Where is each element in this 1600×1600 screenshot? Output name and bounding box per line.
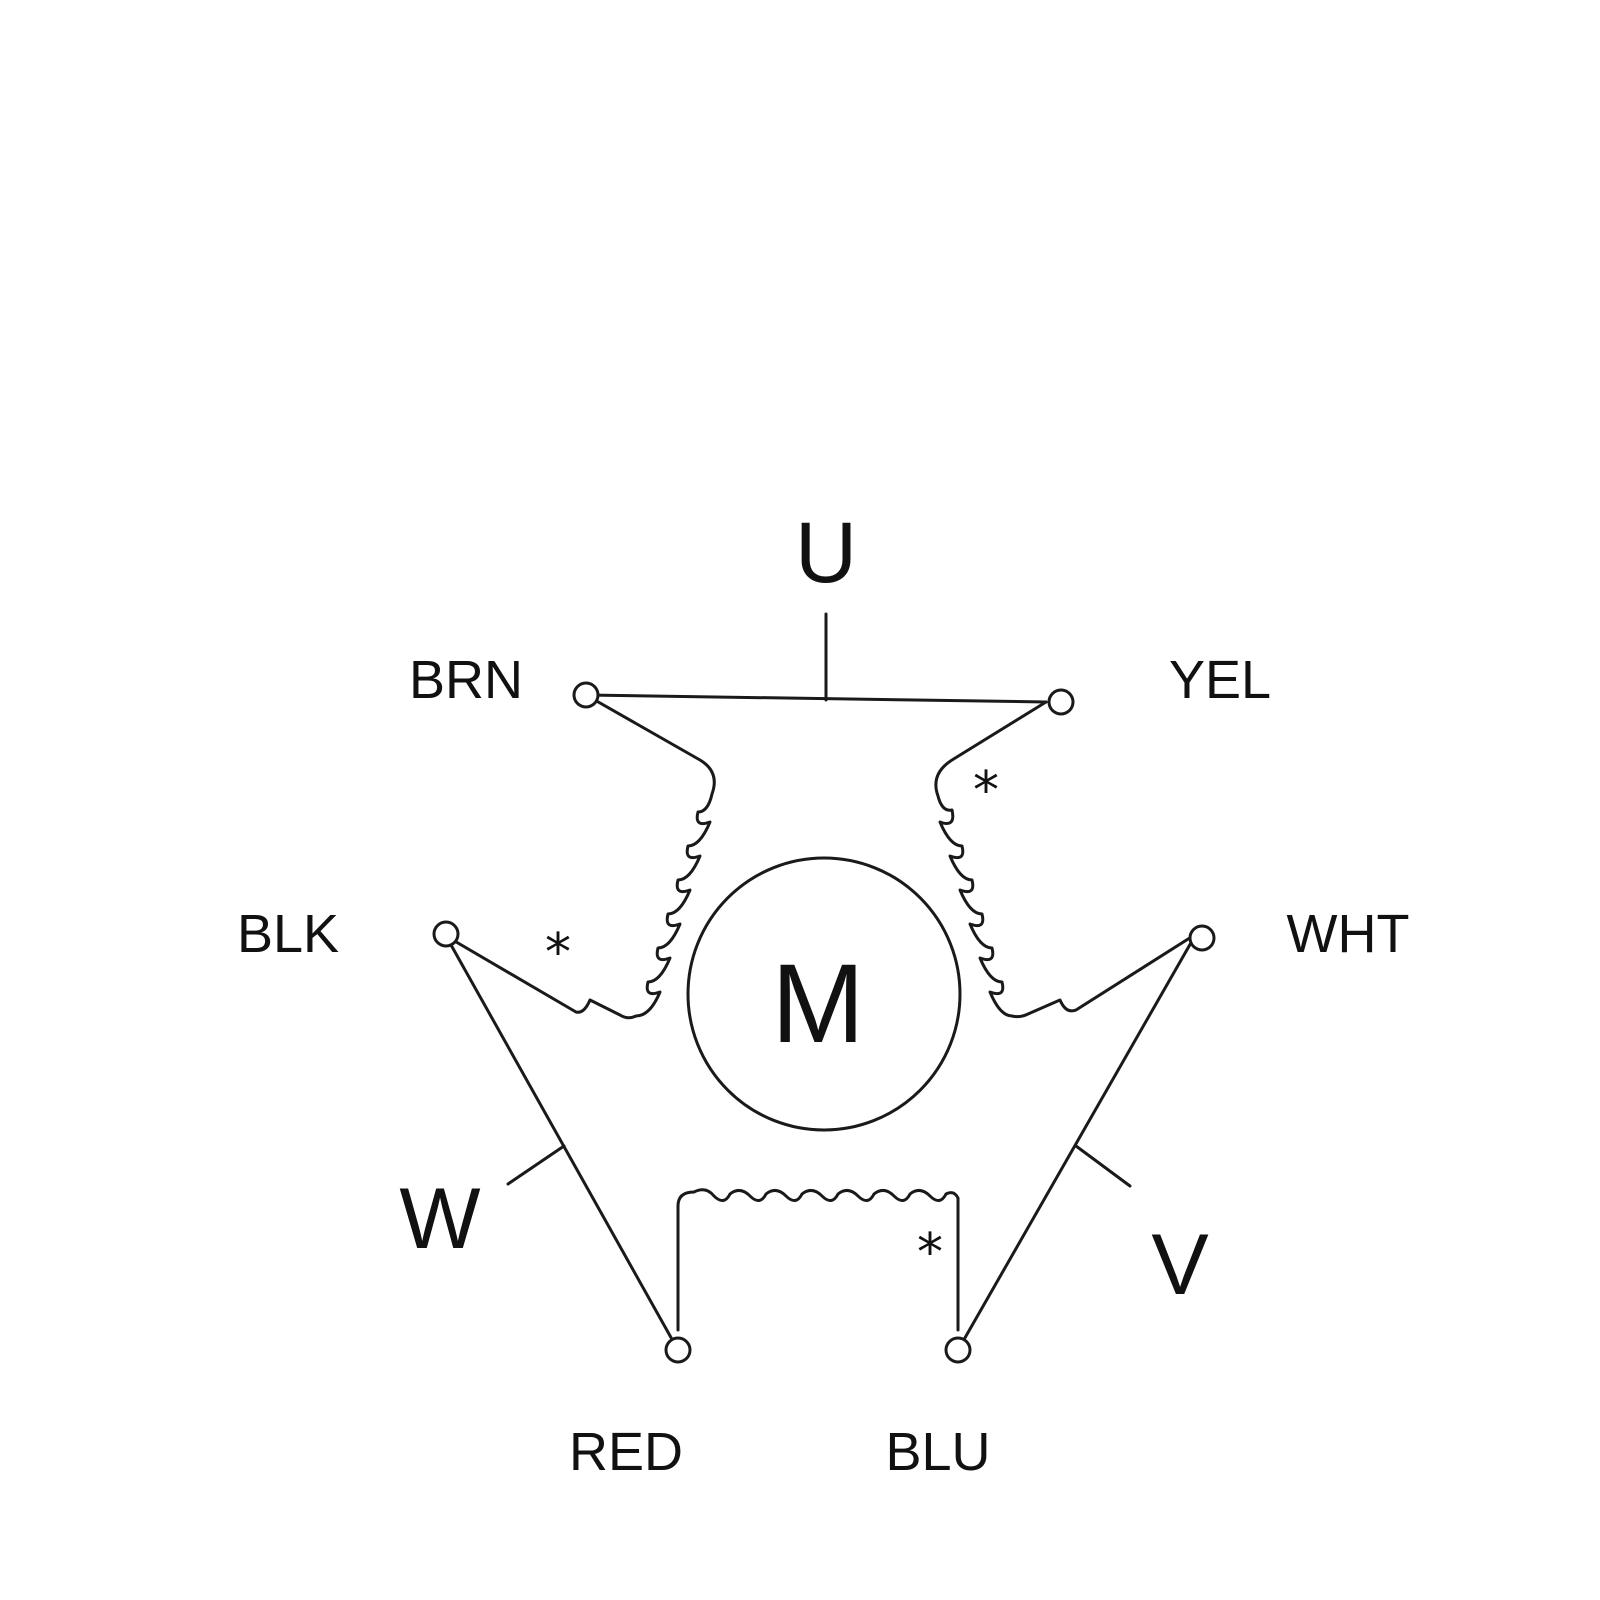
terminal-yel (1047, 688, 1075, 716)
terminal-blk (432, 920, 460, 948)
motor-symbol (686, 856, 962, 1132)
v-phase-stub (1074, 1144, 1132, 1188)
terminal-wht (1188, 924, 1216, 952)
wire-label-brn: BRN (409, 650, 523, 710)
wire-label-yel: YEL (1169, 650, 1271, 710)
phase-label-v: V (1151, 1217, 1208, 1313)
wire-label-blk: BLK (237, 904, 339, 964)
winding-yel-wht (934, 700, 1198, 1019)
wire-label-wht: WHT (1287, 904, 1410, 964)
v-phase-link (956, 932, 1198, 1352)
wire-label-red: RED (569, 1422, 683, 1482)
u-phase-bus (584, 693, 1048, 704)
winding-brn-blk (444, 693, 716, 1020)
phase-label-w: W (399, 1171, 480, 1267)
wire-label-blu: BLU (885, 1422, 990, 1482)
polarity-mark-yel-wht: * (973, 761, 999, 821)
phase-label-u: U (795, 505, 857, 601)
w-phase-link (444, 934, 680, 1352)
terminal-red (664, 1336, 692, 1364)
w-phase-stub (506, 1144, 566, 1186)
polarity-mark-brn-blk: * (545, 923, 571, 983)
terminal-blu (944, 1336, 972, 1364)
polarity-mark-red-blu: * (917, 1223, 943, 1283)
motor-label: M (771, 941, 864, 1066)
winding-red-blu (676, 1188, 960, 1332)
terminal-brn (572, 681, 600, 709)
